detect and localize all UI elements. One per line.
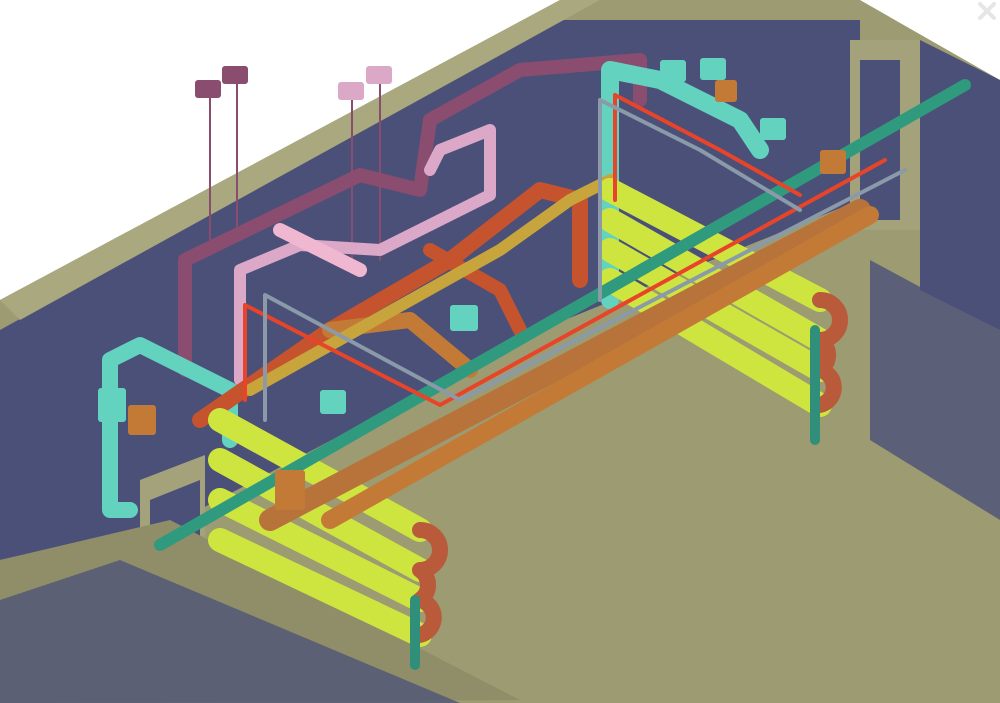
right-wall: [920, 40, 1000, 330]
trench-wall: [0, 560, 460, 703]
close-icon[interactable]: [976, 0, 998, 22]
right-trench: [870, 260, 1000, 520]
wall-top-ledge: [0, 0, 600, 320]
pipe-network: [98, 53, 971, 670]
